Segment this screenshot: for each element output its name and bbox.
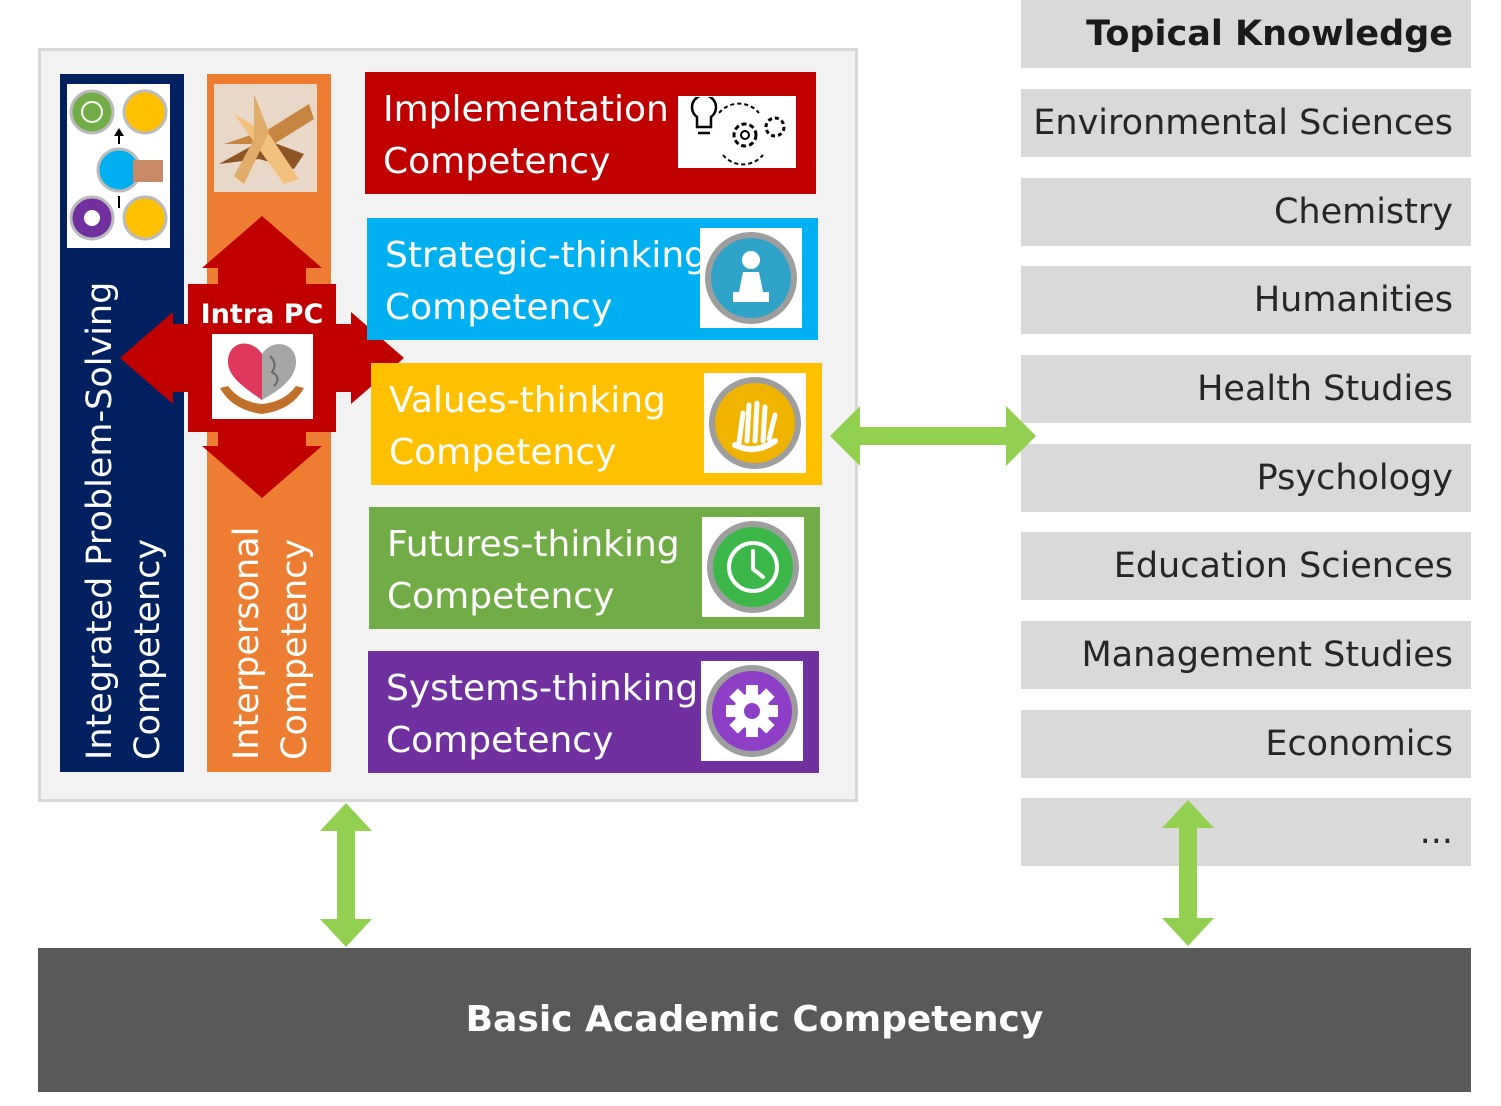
systems-thinking-line2: Competency bbox=[386, 720, 614, 761]
values-thinking-line1: Values-thinking bbox=[389, 380, 666, 421]
topic-environmental-sciences: Environmental Sciences bbox=[1021, 89, 1471, 157]
hands-together-icon bbox=[214, 84, 317, 192]
topic-more-ellipsis: ... bbox=[1021, 798, 1471, 866]
systems-thinking-competency-box: Systems-thinking Competency bbox=[368, 651, 819, 773]
left-vertical-double-arrow-icon bbox=[320, 803, 372, 947]
topic-humanities: Humanities bbox=[1021, 266, 1471, 334]
futures-thinking-line2: Competency bbox=[387, 576, 615, 617]
topic-economics: Economics bbox=[1021, 710, 1471, 778]
implementation-competency-box: Implementation Competency bbox=[365, 72, 816, 194]
strategic-thinking-line1: Strategic-thinking bbox=[385, 235, 707, 276]
systems-thinking-line1: Systems-thinking bbox=[386, 668, 699, 709]
helping-hands-icon bbox=[704, 373, 806, 473]
values-thinking-line2: Competency bbox=[389, 432, 617, 473]
integrated-icons-panel bbox=[67, 84, 170, 248]
topic-chemistry: Chemistry bbox=[1021, 178, 1471, 246]
topic-psychology: Psychology bbox=[1021, 444, 1471, 512]
strategic-thinking-line2: Competency bbox=[385, 287, 613, 328]
values-thinking-competency-box: Values-thinking Competency bbox=[371, 363, 822, 485]
horizontal-double-arrow-icon bbox=[830, 406, 1036, 466]
topical-knowledge-header: Topical Knowledge bbox=[1021, 0, 1471, 68]
integrated-problem-solving-bar: Integrated Problem-Solving Competency bbox=[60, 74, 184, 772]
heart-brain-hands-icon bbox=[212, 334, 313, 419]
chess-pawn-icon bbox=[700, 228, 802, 328]
implementation-line2: Competency bbox=[383, 141, 611, 182]
interpersonal-label-line2: Competency bbox=[275, 538, 315, 760]
clock-icon bbox=[702, 517, 804, 617]
implementation-line1: Implementation bbox=[383, 89, 669, 130]
futures-thinking-competency-box: Futures-thinking Competency bbox=[369, 507, 820, 629]
basic-academic-competency-bar: Basic Academic Competency bbox=[38, 948, 1471, 1092]
gear-icon bbox=[701, 661, 803, 761]
topic-health-studies: Health Studies bbox=[1021, 355, 1471, 423]
topic-management-studies: Management Studies bbox=[1021, 621, 1471, 689]
strategic-thinking-competency-box: Strategic-thinking Competency bbox=[367, 218, 818, 340]
lightbulb-gears-icon bbox=[678, 96, 796, 168]
futures-thinking-line1: Futures-thinking bbox=[387, 524, 680, 565]
intra-pc-label: Intra PC bbox=[200, 299, 324, 330]
interpersonal-label-line1: Interpersonal bbox=[227, 526, 267, 760]
integrated-label-line1: Integrated Problem-Solving bbox=[80, 281, 120, 760]
topic-education-sciences: Education Sciences bbox=[1021, 532, 1471, 600]
right-vertical-double-arrow-icon bbox=[1162, 800, 1214, 946]
